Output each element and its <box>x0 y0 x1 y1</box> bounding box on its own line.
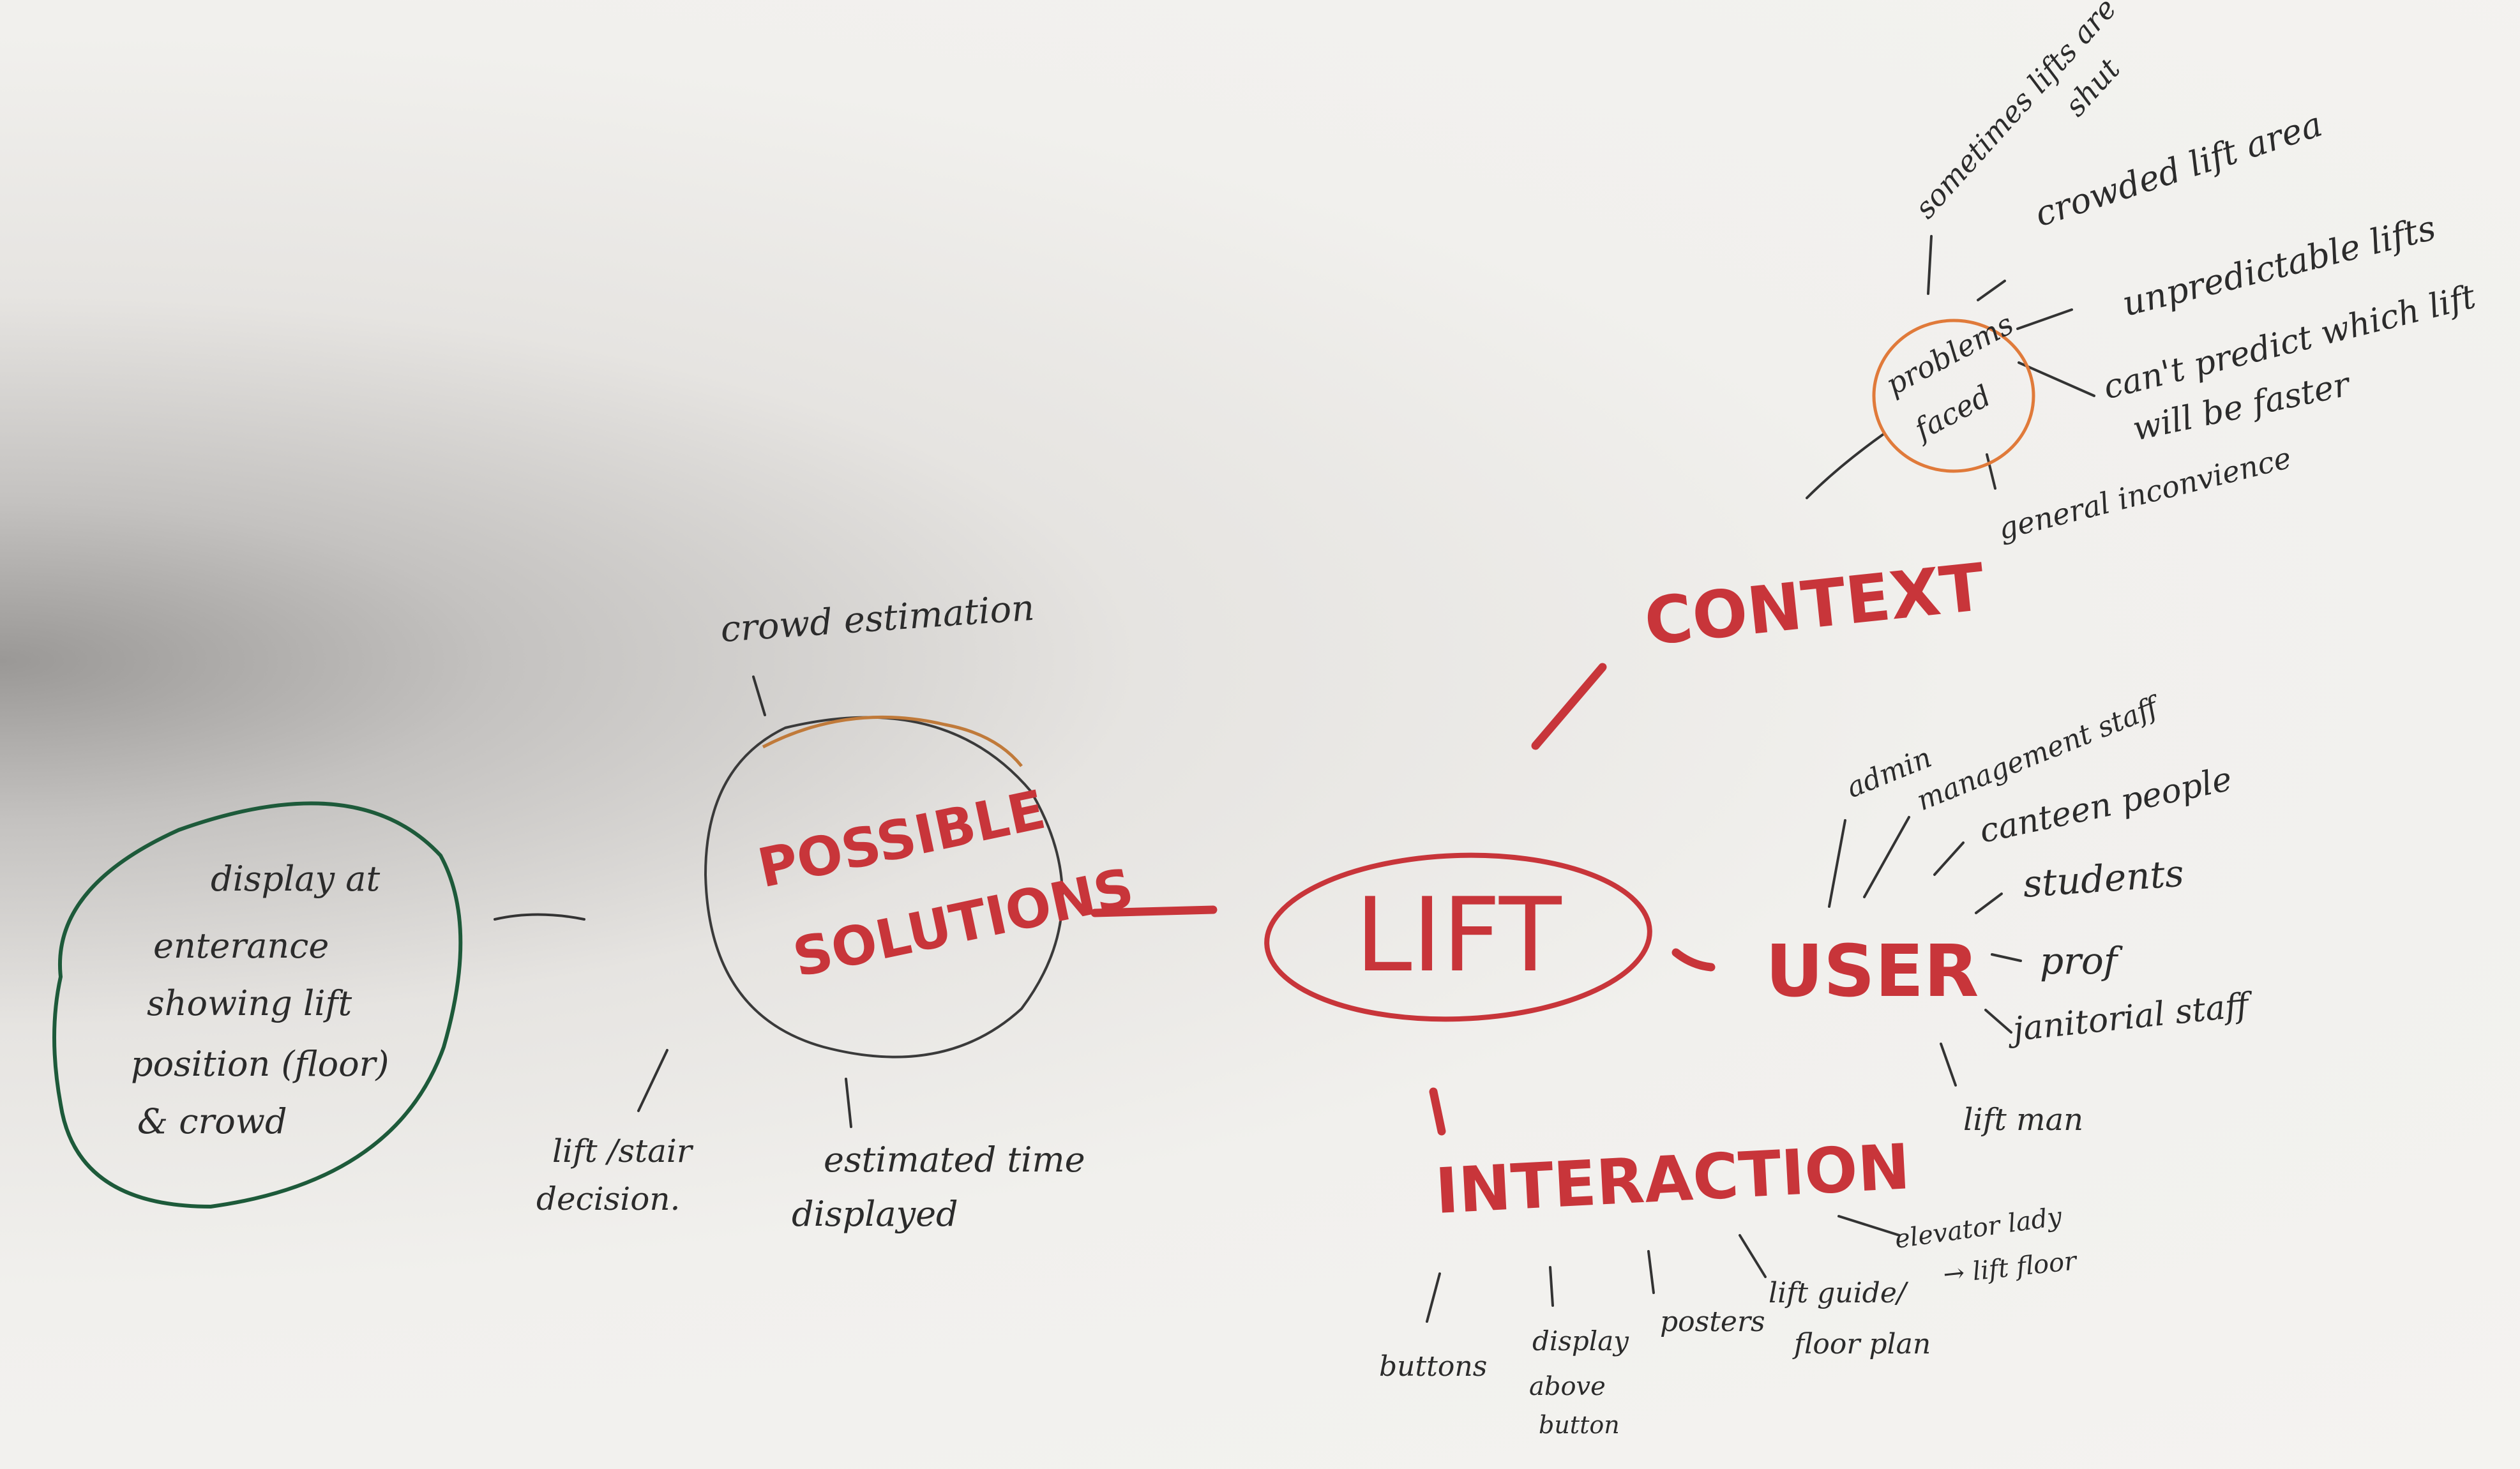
interaction-item-elevator-line2: → lift floor <box>1942 1246 2079 1290</box>
solution-lift-stair-line2: decision. <box>536 1180 680 1217</box>
shapes <box>52 319 2035 1209</box>
connector-problems-context <box>1806 433 1885 499</box>
lift-ellipse <box>1264 852 1652 1022</box>
user-item-lift-man: lift man <box>1963 1102 2083 1138</box>
solution-estimated-time-line1: estimated time <box>824 1140 1085 1180</box>
connector-int-elevator <box>1837 1215 1901 1237</box>
connector-crowd-estimation <box>752 675 766 716</box>
connector-user-janitorial <box>1984 1009 2012 1034</box>
connector-lift-interaction <box>1429 1087 1446 1136</box>
solution-crowd-estimation: crowd estimation <box>719 587 1036 651</box>
solutions-circle-orange-arc <box>762 715 1023 767</box>
problem-crowded: crowded lift area <box>2030 104 2327 235</box>
connector-user-prof <box>1991 953 2022 962</box>
connector-problem-crowded <box>1977 280 2006 301</box>
user-item-prof: prof <box>2040 939 2124 983</box>
interaction-label: INTERACTION <box>1433 1131 1912 1228</box>
connector-int-posters <box>1647 1250 1655 1294</box>
interaction-item-posters: posters <box>1660 1306 1765 1338</box>
connector-int-display <box>1549 1266 1554 1307</box>
connector-user-admin <box>1828 819 1846 908</box>
idea-line3: showing lift <box>147 983 352 1023</box>
problems-circle <box>1872 319 2035 473</box>
interaction-item-display-line3: button <box>1539 1411 1620 1439</box>
connector-lift-solutions <box>1090 905 1218 917</box>
connector-int-buttons <box>1426 1272 1441 1323</box>
user-label: USER <box>1765 930 1979 1013</box>
interaction-item-guide-line1: lift guide/ <box>1769 1277 1909 1309</box>
solutions-circle <box>704 716 1064 1058</box>
solution-estimated-time-line2: displayed <box>792 1194 958 1234</box>
idea-line4: position (floor) <box>131 1044 389 1084</box>
connector-estimated-time <box>845 1078 852 1128</box>
connector-user-students <box>1975 893 2003 914</box>
center-label: LIFT <box>1355 875 1562 995</box>
connector-problem-general <box>1986 453 1996 490</box>
connector-user-canteen <box>1933 841 1965 876</box>
interaction-item-guide-line2: floor plan <box>1792 1328 1931 1360</box>
connectors <box>494 235 2095 1323</box>
context-label: CONTEXT <box>1641 550 1988 661</box>
connector-solutions-idea <box>494 913 585 921</box>
labels: LIFT CONTEXT USER INTERACTION POSSIBLE S… <box>131 0 2479 1439</box>
connector-problem-predict <box>2018 361 2095 397</box>
connector-user-liftman <box>1940 1043 1957 1087</box>
interaction-item-elevator-line1: elevator lady <box>1893 1202 2065 1254</box>
connector-problem-unpredictable <box>2016 308 2073 330</box>
solution-lift-stair-line1: lift /stair <box>552 1133 694 1170</box>
idea-line1: display at <box>211 859 380 899</box>
idea-line2: enterance <box>153 926 329 966</box>
problem-general: general inconvience <box>1995 441 2295 546</box>
interaction-item-display-line1: display <box>1532 1325 1629 1357</box>
idea-blob <box>52 801 463 1209</box>
idea-line5: & crowd <box>137 1101 287 1141</box>
user-item-janitorial-staff: janitorial staff <box>2005 986 2256 1050</box>
connector-lift-stair <box>637 1049 668 1112</box>
connector-lift-user <box>1671 948 1716 972</box>
user-item-students: students <box>2021 852 2185 906</box>
connector-lift-context <box>1531 663 1607 750</box>
connector-int-guide <box>1739 1234 1767 1278</box>
connector-user-management <box>1863 816 1910 898</box>
interaction-item-display-line2: above <box>1529 1372 1606 1401</box>
interaction-item-buttons: buttons <box>1379 1350 1487 1383</box>
connector-problem-shut <box>1927 235 1933 295</box>
